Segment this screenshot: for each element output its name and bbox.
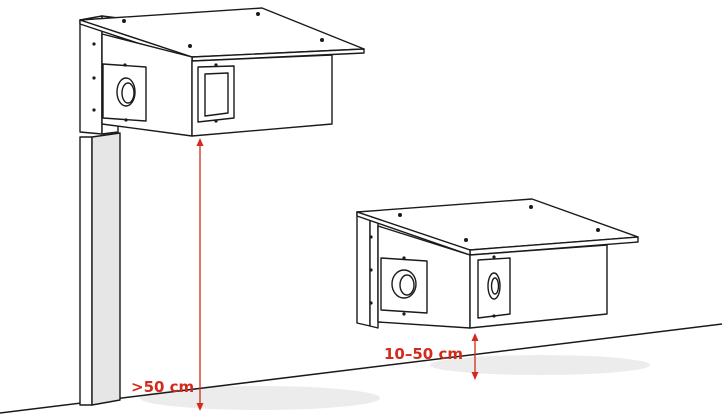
back-board [79, 15, 103, 135]
high-clearance-label: >50 cm [131, 378, 194, 396]
screws-low [369, 205, 600, 318]
screws-top [92, 12, 324, 123]
high-clearance-arrow [196, 138, 204, 411]
ground-shadows [140, 355, 650, 410]
low-clearance-label: 10–50 cm [384, 345, 463, 363]
mounting-post-face [91, 132, 121, 406]
back-board-low [356, 211, 371, 327]
ground-level-birdhouse [356, 198, 639, 329]
post-mounted-birdhouse [79, 7, 365, 406]
low-clearance-arrow [471, 333, 479, 380]
mounting-post [79, 136, 93, 406]
